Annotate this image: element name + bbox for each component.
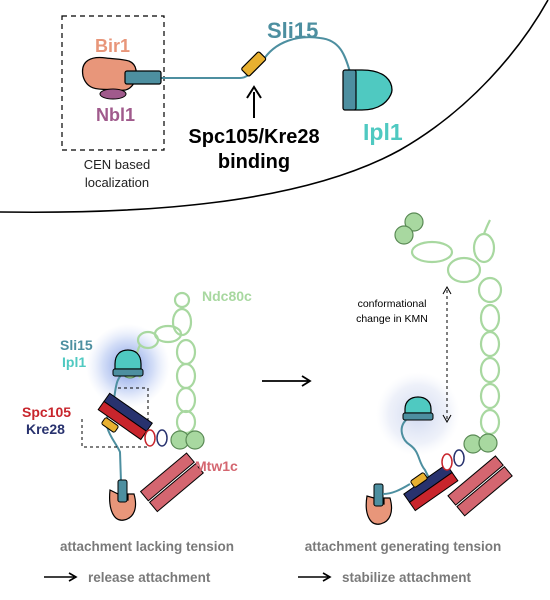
cen-box	[61, 15, 165, 151]
sli15-nterm-left	[117, 479, 128, 503]
ipl1-label-bottom: Ipl1	[62, 354, 86, 370]
ndc80c-label: Ndc80c	[202, 288, 252, 304]
binding-label-line2: binding	[218, 151, 290, 173]
left-caption: attachment lacking tension	[60, 539, 234, 554]
binding-site-left	[101, 417, 119, 433]
right-outcome: stabilize attachment	[342, 570, 472, 585]
spc105-label: Spc105	[22, 404, 71, 420]
sli15-cterm-top	[342, 69, 357, 111]
kre28-label: Kre28	[26, 421, 65, 437]
conf-label-line1: conformational	[358, 298, 427, 310]
left-kinetochore	[81, 291, 205, 521]
ipl1-label-top: Ipl1	[363, 119, 403, 145]
mtw1c-left-b	[148, 463, 204, 513]
ipl1-shape-left	[114, 349, 142, 370]
sli15-label-bottom: Sli15	[60, 337, 93, 353]
bir1-shape-right	[365, 495, 393, 525]
right-caption: attachment generating tension	[305, 539, 502, 554]
mtw1c-left-a	[139, 452, 195, 502]
right-kinetochore	[365, 212, 513, 525]
spc105-bar-right	[408, 471, 459, 512]
sli15-nterm-right	[373, 483, 384, 507]
binding-arrow-head	[246, 85, 262, 99]
spc105-bar-left	[97, 400, 148, 441]
cen-label-line1: CEN based	[84, 157, 150, 172]
mtw1c-label: Mtw1c	[195, 458, 238, 474]
transition-arrow-head	[301, 375, 312, 387]
ipl1-shape-right	[404, 396, 432, 414]
sli15-label-top: Sli15	[267, 18, 318, 43]
binding-site-right	[410, 472, 428, 488]
binding-label-line1: Spc105/Kre28	[188, 126, 319, 148]
left-outcome-arrow-head	[68, 572, 78, 582]
sli15-cterm-right	[402, 412, 434, 421]
ndc80c-right	[410, 219, 503, 436]
right-outcome-arrow-head	[322, 572, 332, 582]
nbl1-label: Nbl1	[96, 105, 135, 125]
mtw1c-right-b	[456, 466, 513, 517]
nbl1-shape	[99, 88, 127, 100]
conf-arrow-down	[442, 414, 452, 424]
zoom-box-left	[81, 387, 149, 448]
sli15-cterm-left	[112, 368, 144, 377]
cen-label-line2: localization	[85, 175, 149, 190]
binding-site-top	[241, 51, 267, 77]
sli15-linker-right	[400, 419, 431, 481]
conf-arrow-up	[442, 285, 452, 295]
bir1-shape-left	[109, 489, 137, 521]
cell-boundary	[0, 0, 549, 214]
bir1-label: Bir1	[95, 36, 130, 56]
conf-label-line2: change in KMN	[356, 313, 428, 325]
left-outcome: release attachment	[88, 570, 211, 585]
top-panel: Bir1 Nbl1 Sli15 Ipl1 Spc105/Kre28 bindin…	[61, 15, 403, 190]
ipl1-shape-top	[354, 69, 393, 111]
mtw1c-right-a	[447, 455, 504, 506]
sli15-nterm-top	[124, 70, 162, 85]
